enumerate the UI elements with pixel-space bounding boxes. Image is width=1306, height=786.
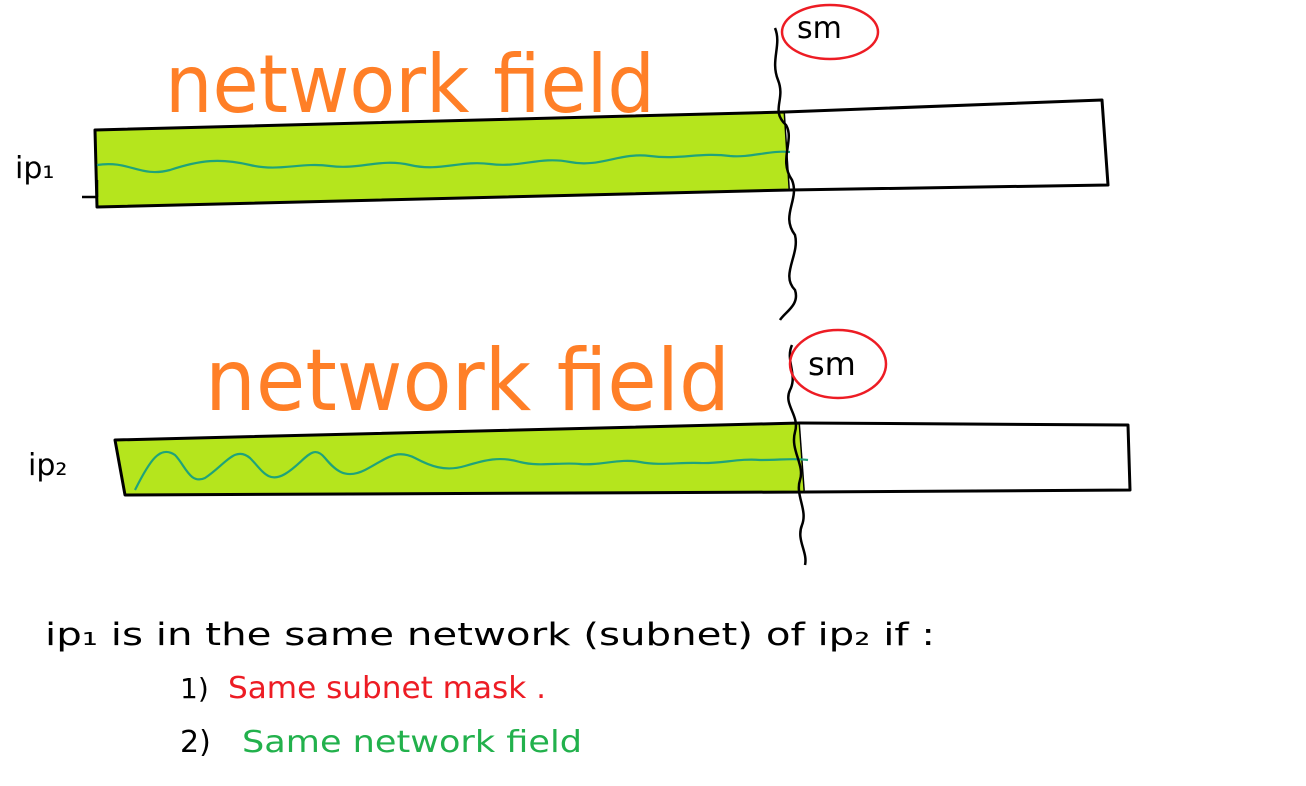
network-field-bar-1 [93, 110, 792, 209]
network-field-label-2: network field [205, 331, 730, 431]
network-field-bar-2 [113, 421, 807, 497]
condition-1-text: Same subnet mask . [228, 671, 546, 706]
host-field-bar-2 [799, 421, 1132, 494]
subnet-mask-label-2: sm [808, 345, 856, 383]
subnet-mask-circle-1 [780, 3, 880, 61]
network-wave-2 [134, 450, 809, 491]
condition-2-text: Same network field [242, 725, 582, 760]
subnet-mask-line-2 [787, 344, 807, 566]
ip1-row: network field ip₁ sm [15, 3, 1110, 321]
ip2-row: network field ip₂ sm [28, 328, 1132, 566]
condition-2-number: 2) [180, 725, 211, 760]
subnet-mask-circle-2 [788, 328, 888, 400]
ip1-label: ip₁ [15, 151, 54, 186]
subnet-mask-label-1: sm [797, 11, 842, 46]
subnet-mask-line-1 [773, 27, 798, 321]
condition-text: ip₁ is in the same network (subnet) of i… [45, 617, 935, 653]
notes: ip₁ is in the same network (subnet) of i… [45, 617, 935, 760]
ip2-label: ip₂ [28, 448, 67, 483]
host-field-bar-1 [784, 98, 1110, 192]
condition-1-number: 1) [180, 672, 209, 705]
network-field-label-1: network field [165, 38, 655, 131]
network-wave-1 [96, 150, 791, 174]
ip1-tick [82, 180, 99, 199]
